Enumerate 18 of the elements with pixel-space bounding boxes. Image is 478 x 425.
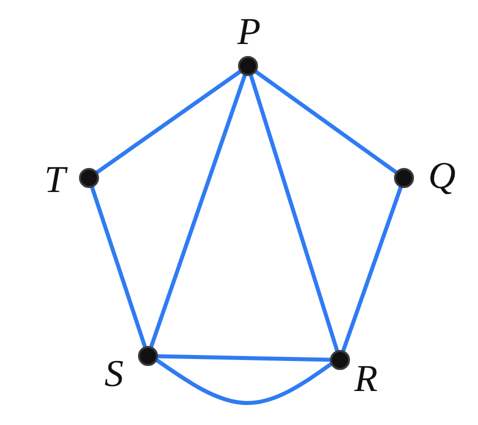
- vertex-label: R: [354, 360, 378, 398]
- edge-line: [90, 186, 147, 348]
- curved-edge: [155, 358, 333, 405]
- vertex-label: P: [237, 13, 261, 51]
- edge-line: [149, 73, 247, 349]
- vertex-dot: [79, 168, 99, 188]
- edge-line: [254, 70, 398, 174]
- vertex-label: T: [44, 161, 66, 199]
- vertex-dot: [238, 56, 258, 76]
- edge-line: [95, 70, 242, 174]
- edge-line: [156, 354, 332, 362]
- vertex-dot: [330, 350, 350, 370]
- vertex-dot: [394, 168, 414, 188]
- edge-line: [341, 185, 403, 353]
- edge-line: [248, 74, 340, 352]
- vertex-label: Q: [428, 157, 456, 195]
- vertex-label: S: [104, 355, 124, 393]
- vertex-dot: [138, 346, 158, 366]
